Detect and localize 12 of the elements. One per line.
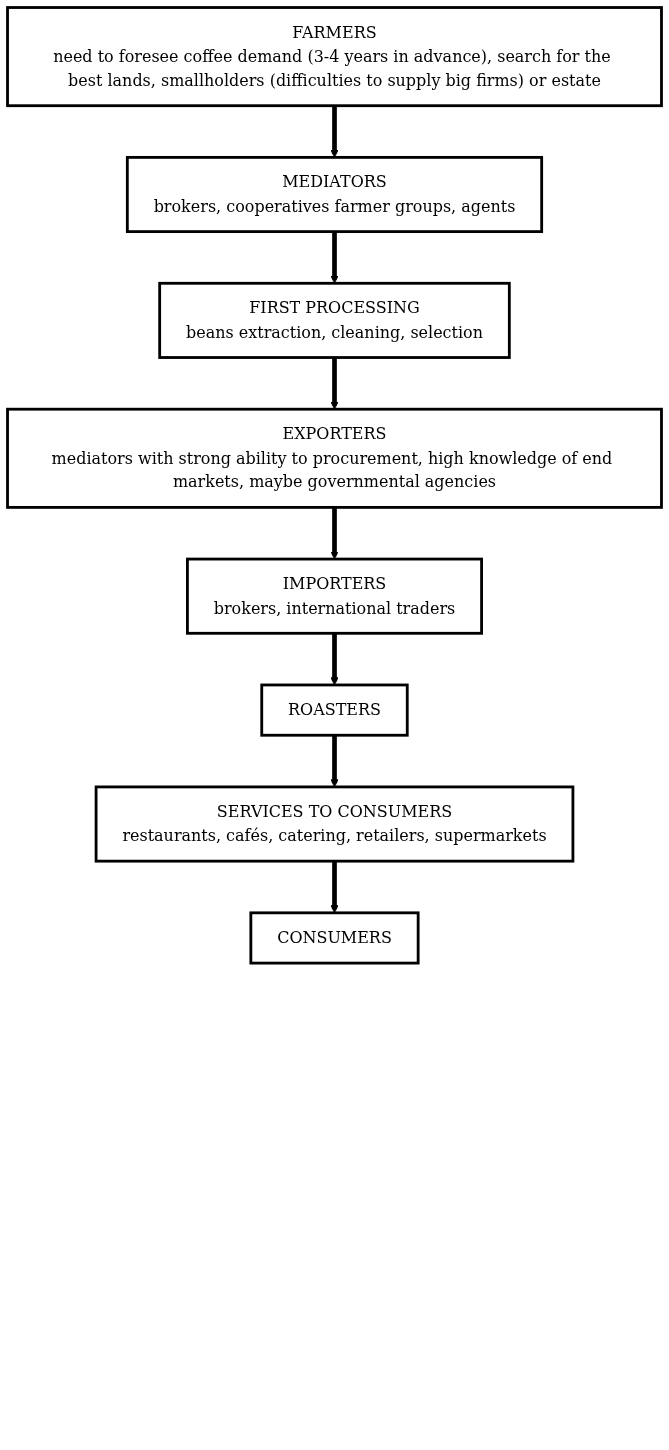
arrow xyxy=(330,231,339,284)
node-box: FIRST PROCESSING beans extraction, cleaning, selection xyxy=(158,281,511,359)
node-box: FARMERS need to foresee coffee demand (3-4 years in advance), search for the best lands, smallholders (difficulties to supply big firms) or estate xyxy=(6,6,663,108)
node-box: SERVICES TO CONSUMERS restaurants, cafés, catering, retailers, supermarkets xyxy=(94,785,575,863)
arrow xyxy=(330,507,339,560)
node-box: EXPORTERS mediators with strong ability to procurement, high knowledge of end markets, maybe governmental agencies xyxy=(6,407,663,509)
arrow xyxy=(330,357,339,410)
arrow xyxy=(330,105,339,158)
node-box: IMPORTERS brokers, international traders xyxy=(186,557,483,635)
node-box: CONSUMERS xyxy=(249,911,420,965)
node-box: MEDIATORS brokers, cooperatives farmer groups, agents xyxy=(125,155,544,233)
node-box: ROASTERS xyxy=(260,683,409,737)
